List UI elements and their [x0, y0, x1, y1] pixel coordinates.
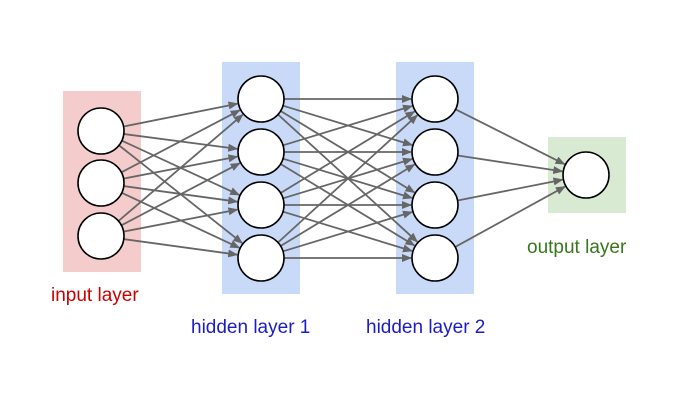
hidden-layer-1-label: hidden layer 1 [191, 317, 310, 338]
connection-arrow [280, 110, 416, 194]
neuron [411, 128, 459, 176]
connection-arrow [282, 210, 413, 253]
neuron [237, 128, 285, 176]
hidden-layer-1-neurons [237, 75, 285, 282]
neuron [237, 234, 285, 282]
neuron [77, 159, 125, 207]
connection-arrow [120, 162, 241, 227]
neuron [77, 107, 125, 155]
connection-arrow [120, 109, 241, 174]
input-layer-label: input layer [51, 285, 139, 306]
connection-arrow [123, 101, 239, 128]
connection-arrow [454, 185, 566, 248]
neuron [237, 75, 285, 123]
connection-arrow [457, 154, 564, 175]
output-layer-neurons [562, 151, 610, 199]
connection-arrow [277, 114, 419, 244]
neuron [77, 212, 125, 260]
neuron [237, 181, 285, 229]
connection-arrow [282, 104, 413, 147]
connection-arrow [123, 207, 239, 233]
connection-arrow [280, 163, 416, 247]
output-layer-label: output layer [527, 237, 627, 258]
connection-edges [117, 95, 566, 262]
input-layer-neurons [77, 107, 125, 260]
neuron [411, 181, 459, 229]
connection-arrow [457, 177, 564, 202]
connection-arrow [117, 113, 244, 222]
hidden-layer-2-label: hidden layer 2 [366, 317, 485, 338]
hidden-layer-2-neurons [411, 75, 459, 282]
connection-arrow [455, 108, 566, 166]
neuron [411, 75, 459, 123]
connection-arrow [123, 238, 239, 258]
neuron [411, 234, 459, 282]
neuron [562, 151, 610, 199]
